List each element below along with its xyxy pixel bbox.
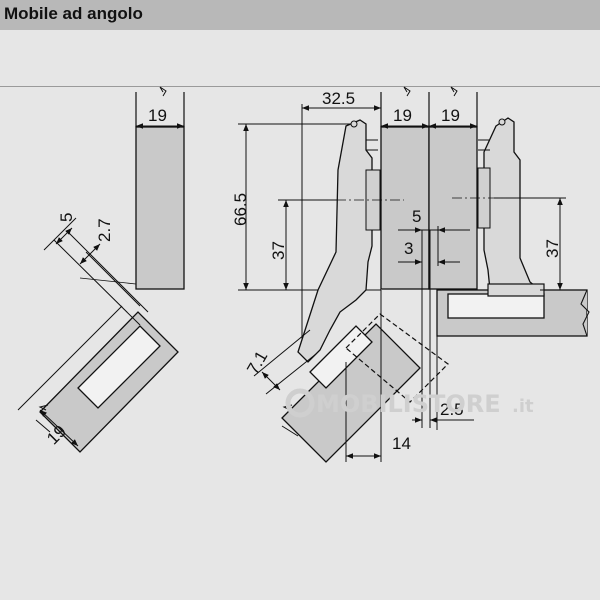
watermark-text: MOBILISTORE [316,390,501,418]
right-hinge [477,117,542,291]
dim-gap-25: 2.5 [440,400,464,419]
dim-gap-5: 5 [412,207,421,226]
dim-left-27: 2.7 [95,218,114,242]
dim-panel-b: 19 [441,106,460,125]
left-hinge [297,119,381,363]
header-bar: Mobile ad angolo [0,0,600,30]
side-door-right [436,283,590,430]
divider [0,86,600,87]
watermark: MOBILISTORE .it [285,388,534,418]
dim-left-71: 7.1 [243,348,271,378]
dim-height-37-right: 37 [543,239,562,258]
dim-left-panel-top: 19 [148,106,167,125]
dim-panel-a: 19 [393,106,412,125]
dim-left-5: 5 [57,213,76,222]
left-side-panel [135,126,185,290]
angled-door-right [281,313,449,463]
dim-overlay-325: 32.5 [322,89,355,108]
watermark-suffix: .it [512,396,534,417]
dim-gap-14: 14 [392,434,411,453]
page-title: Mobile ad angolo [4,4,143,23]
dim-height-37-left: 37 [269,241,288,260]
dim-height-665: 66.5 [231,193,250,226]
panel-b [428,126,478,290]
dim-gap-3: 3 [404,239,413,258]
left-panel-break [135,92,185,127]
